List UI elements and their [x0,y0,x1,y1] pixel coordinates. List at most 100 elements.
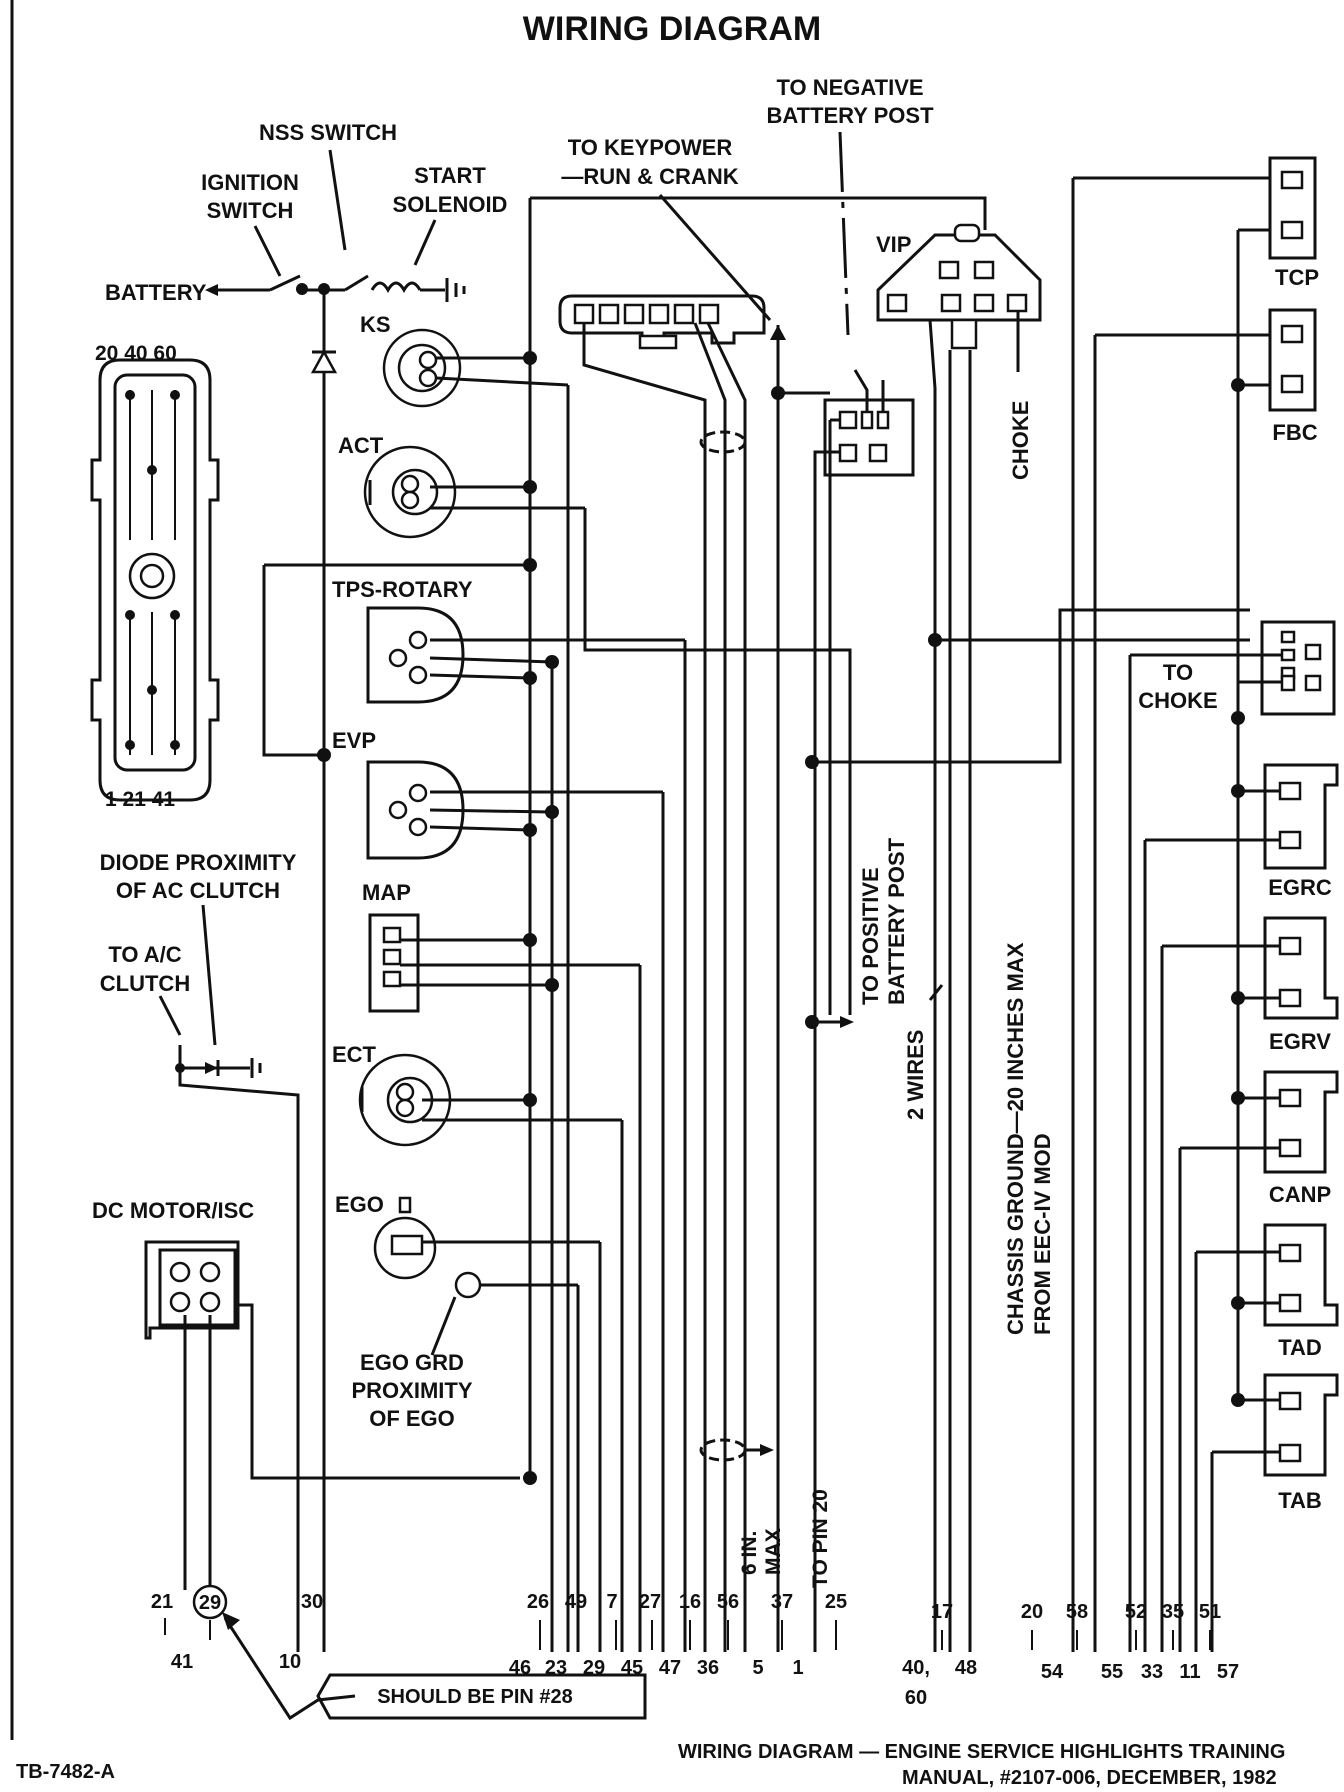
svg-text:26: 26 [527,1591,549,1613]
label-to-negative-1: TO NEGATIVE [776,75,923,100]
label-choke-vertical: CHOKE [1008,401,1033,480]
label-to-choke-1: TO [1163,660,1193,685]
twisted-pair-marker-bottom [699,1438,747,1462]
label-battery: BATTERY [105,280,207,305]
svg-text:58: 58 [1066,1601,1088,1623]
svg-text:30: 30 [301,1591,323,1613]
map-sensor [368,913,420,1013]
ego-sensor [373,1196,437,1280]
svg-text:29: 29 [199,1592,221,1614]
label-to-pin-20: TO PIN 20 [809,1489,832,1588]
label-to-choke-2: CHOKE [1138,688,1217,713]
keypower-arrow [658,194,772,321]
wire-pin-56 [693,322,727,1652]
figure-id: TB-7482-A [16,1761,115,1783]
label-ignition-2: SWITCH [207,198,294,223]
svg-text:1: 1 [792,1657,803,1679]
canp-connector [1263,1070,1339,1174]
svg-text:11: 11 [1179,1661,1200,1683]
svg-text:52: 52 [1125,1601,1147,1623]
wire-vref-loop [262,565,324,757]
tad-connector [1263,1223,1339,1327]
ac-clutch-circuit [175,1045,300,1652]
label-tad: TAD [1278,1335,1322,1360]
svg-text:41: 41 [171,1651,193,1673]
caption-line-2: MANUAL, #2107-006, DECEMBER, 1982 [902,1767,1277,1789]
label-tab: TAB [1278,1488,1322,1513]
wire-act-to-positive [583,508,852,1015]
wire-pin-17 [928,319,937,1652]
wire-pin-57 [1178,1146,1280,1652]
label-tps: TPS-ROTARY [332,577,473,602]
svg-text:48: 48 [955,1657,977,1679]
wire-dc-motor-ground [235,1303,520,1480]
svg-text:27: 27 [639,1591,661,1613]
svg-text:21: 21 [151,1591,173,1613]
label-ignition-1: IGNITION [201,170,299,195]
egrc-connector [1263,763,1339,870]
label-ks: KS [360,312,391,337]
wire-to-choke-bus [812,608,1250,764]
label-dc-motor: DC MOTOR/ISC [92,1198,254,1223]
wire-keypower-bus [530,196,987,230]
diode-symbol [310,349,338,374]
svg-text:20: 20 [1021,1601,1043,1623]
relay-to-negative [853,369,869,412]
label-to-positive-2: BATTERY POST [884,837,909,1005]
label-fbc: FBC [1272,420,1317,445]
diode-arrow [201,904,217,1046]
svg-text:17: 17 [931,1601,953,1623]
tab-connector [1263,1373,1339,1477]
nss-arrow [328,149,347,251]
svg-text:60: 60 [905,1687,927,1709]
connector-bottom-pins: 1 21 41 [105,788,175,811]
dc-motor-isc-connector [144,1240,240,1340]
ego-grd-arrow [430,1296,457,1356]
wire-pin-51 [1194,1250,1280,1652]
label-act: ACT [338,433,384,458]
keypower-arrowhead [770,325,786,340]
svg-text:56: 56 [717,1591,739,1613]
callout-text: SHOULD BE PIN #28 [377,1686,573,1708]
label-six-in-2: MAX [762,1528,785,1575]
label-chassis-1: CHASSIS GROUND—20 INCHES MAX [1003,942,1028,1335]
wire-pin-57b [1210,1450,1280,1652]
pin-labels-top-row: 21 29 30 26 49 7 27 16 56 37 25 17 20 58… [151,1584,1221,1623]
label-diode-2: OF AC CLUTCH [116,878,280,903]
svg-text:55: 55 [1101,1661,1123,1683]
label-start-2: SOLENOID [393,192,508,217]
self-test-connector [558,294,766,350]
start-arrow [413,219,437,266]
pin-ticks [164,1618,1211,1650]
label-nss-switch: NSS SWITCH [259,120,397,145]
label-chassis-2: FROM EEC-IV MOD [1030,1133,1055,1335]
label-to-positive-1: TO POSITIVE [858,867,883,1005]
wire-pin-11 [1160,944,1280,1652]
label-to-ac-1: TO A/C [108,942,181,967]
evp-sensor [366,760,465,860]
svg-text:40,: 40, [902,1657,930,1679]
wire-pin-5 [706,322,747,1652]
svg-text:37: 37 [771,1591,793,1613]
svg-text:51: 51 [1199,1601,1221,1623]
twisted-pair-marker-top [699,430,747,454]
label-start-1: START [414,163,486,188]
act-sensor [363,445,457,539]
ac-arrow [158,995,182,1036]
tcp-connector [1268,156,1317,260]
splice-dots [317,351,559,1485]
label-vip: VIP [876,232,911,257]
choke-connector [1260,620,1336,716]
wire-pin-25 [813,450,840,1652]
svg-text:54: 54 [1041,1661,1064,1683]
label-ego-grd-2: PROXIMITY [351,1378,472,1403]
svg-text:33: 33 [1141,1661,1163,1683]
label-ego: EGO [335,1192,384,1217]
wire-relay-power [828,418,840,1015]
neg-battery-lead [838,131,850,336]
ect-sensor [358,1053,452,1147]
diagram-title: WIRING DIAGRAM [523,10,821,48]
svg-text:49: 49 [565,1591,587,1613]
power-relay-connector [823,398,915,477]
